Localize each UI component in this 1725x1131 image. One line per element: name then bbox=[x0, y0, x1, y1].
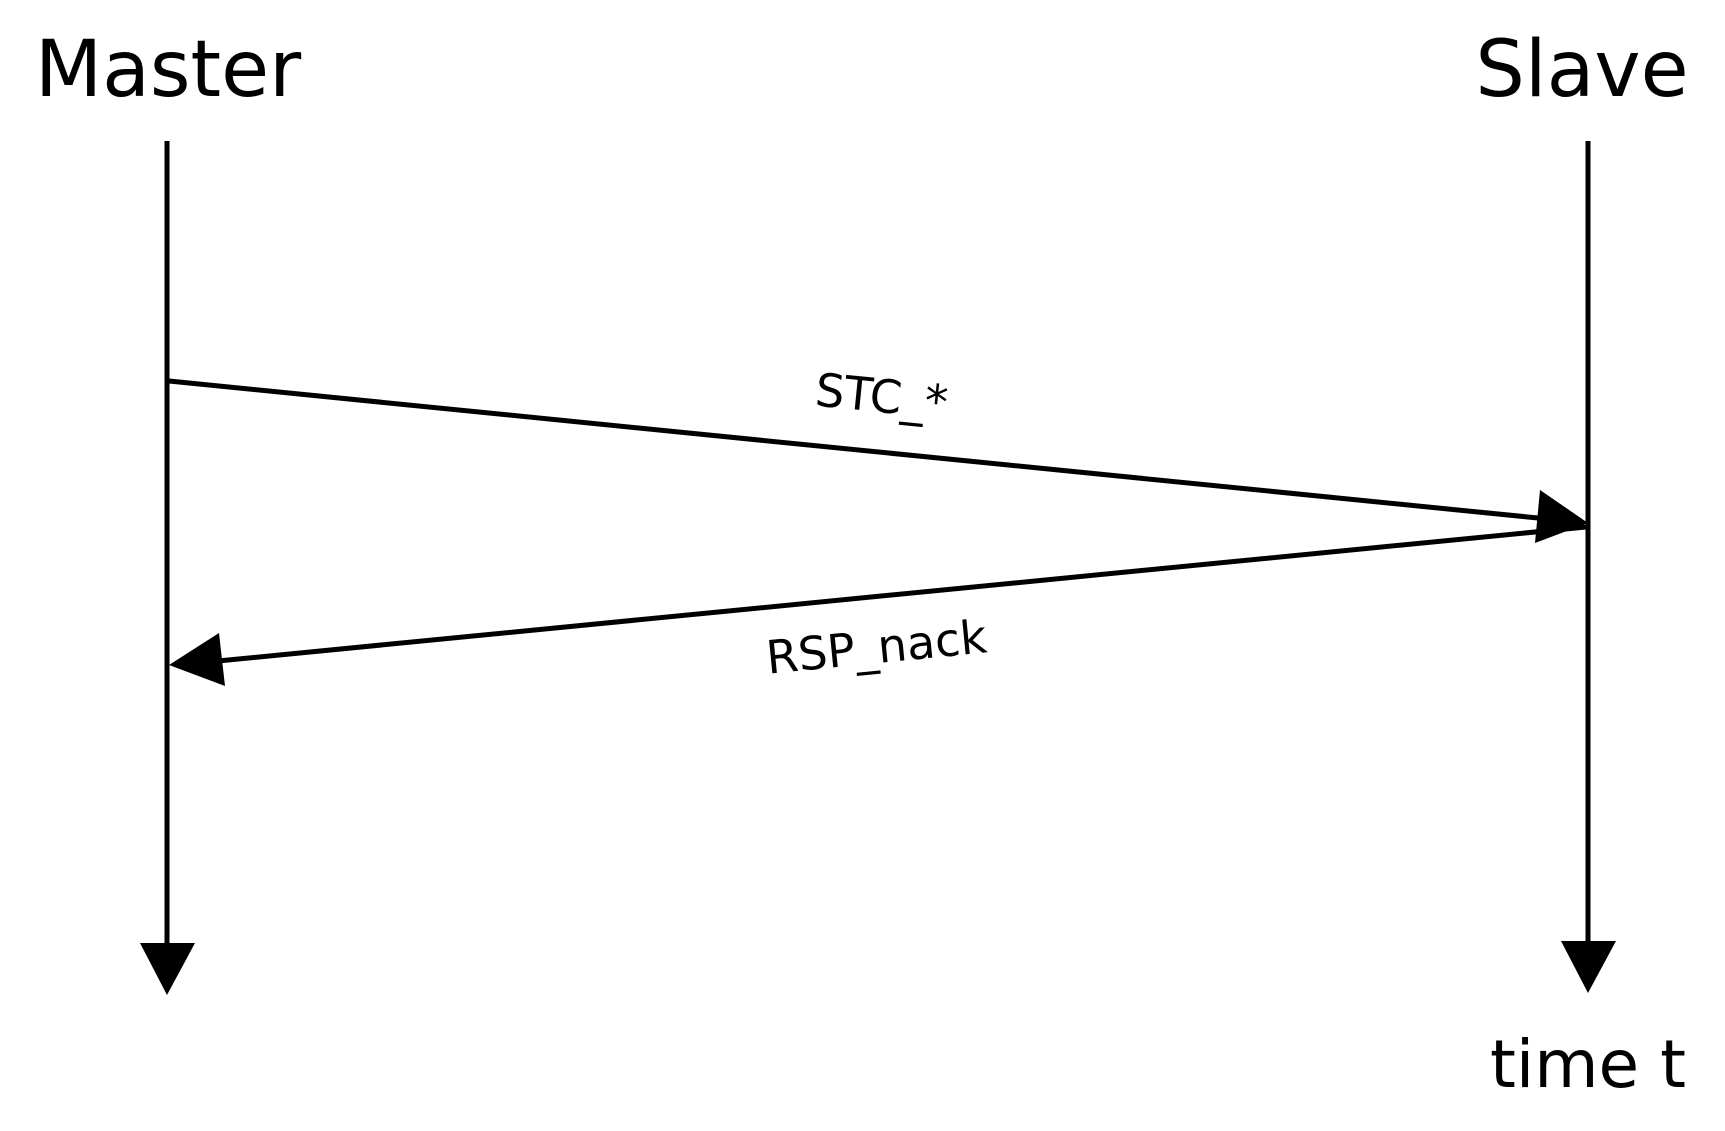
slave-lifeline bbox=[1561, 141, 1616, 993]
master-lifeline bbox=[140, 141, 195, 995]
time-axis-label: time t bbox=[1490, 1026, 1686, 1103]
participant-slave-label: Slave bbox=[1475, 25, 1688, 115]
message-rsp-nack-arrow bbox=[169, 524, 1587, 686]
master-lifeline-arrowhead bbox=[140, 943, 195, 995]
message-stc-label: STC_* bbox=[813, 363, 950, 430]
message-stc-arrowhead bbox=[1535, 490, 1588, 543]
participant-master-label: Master bbox=[35, 25, 302, 115]
message-rsp-nack-arrowhead bbox=[169, 633, 225, 686]
message-rsp-nack-label: RSP_nack bbox=[764, 609, 990, 684]
slave-lifeline-arrowhead bbox=[1561, 941, 1616, 993]
